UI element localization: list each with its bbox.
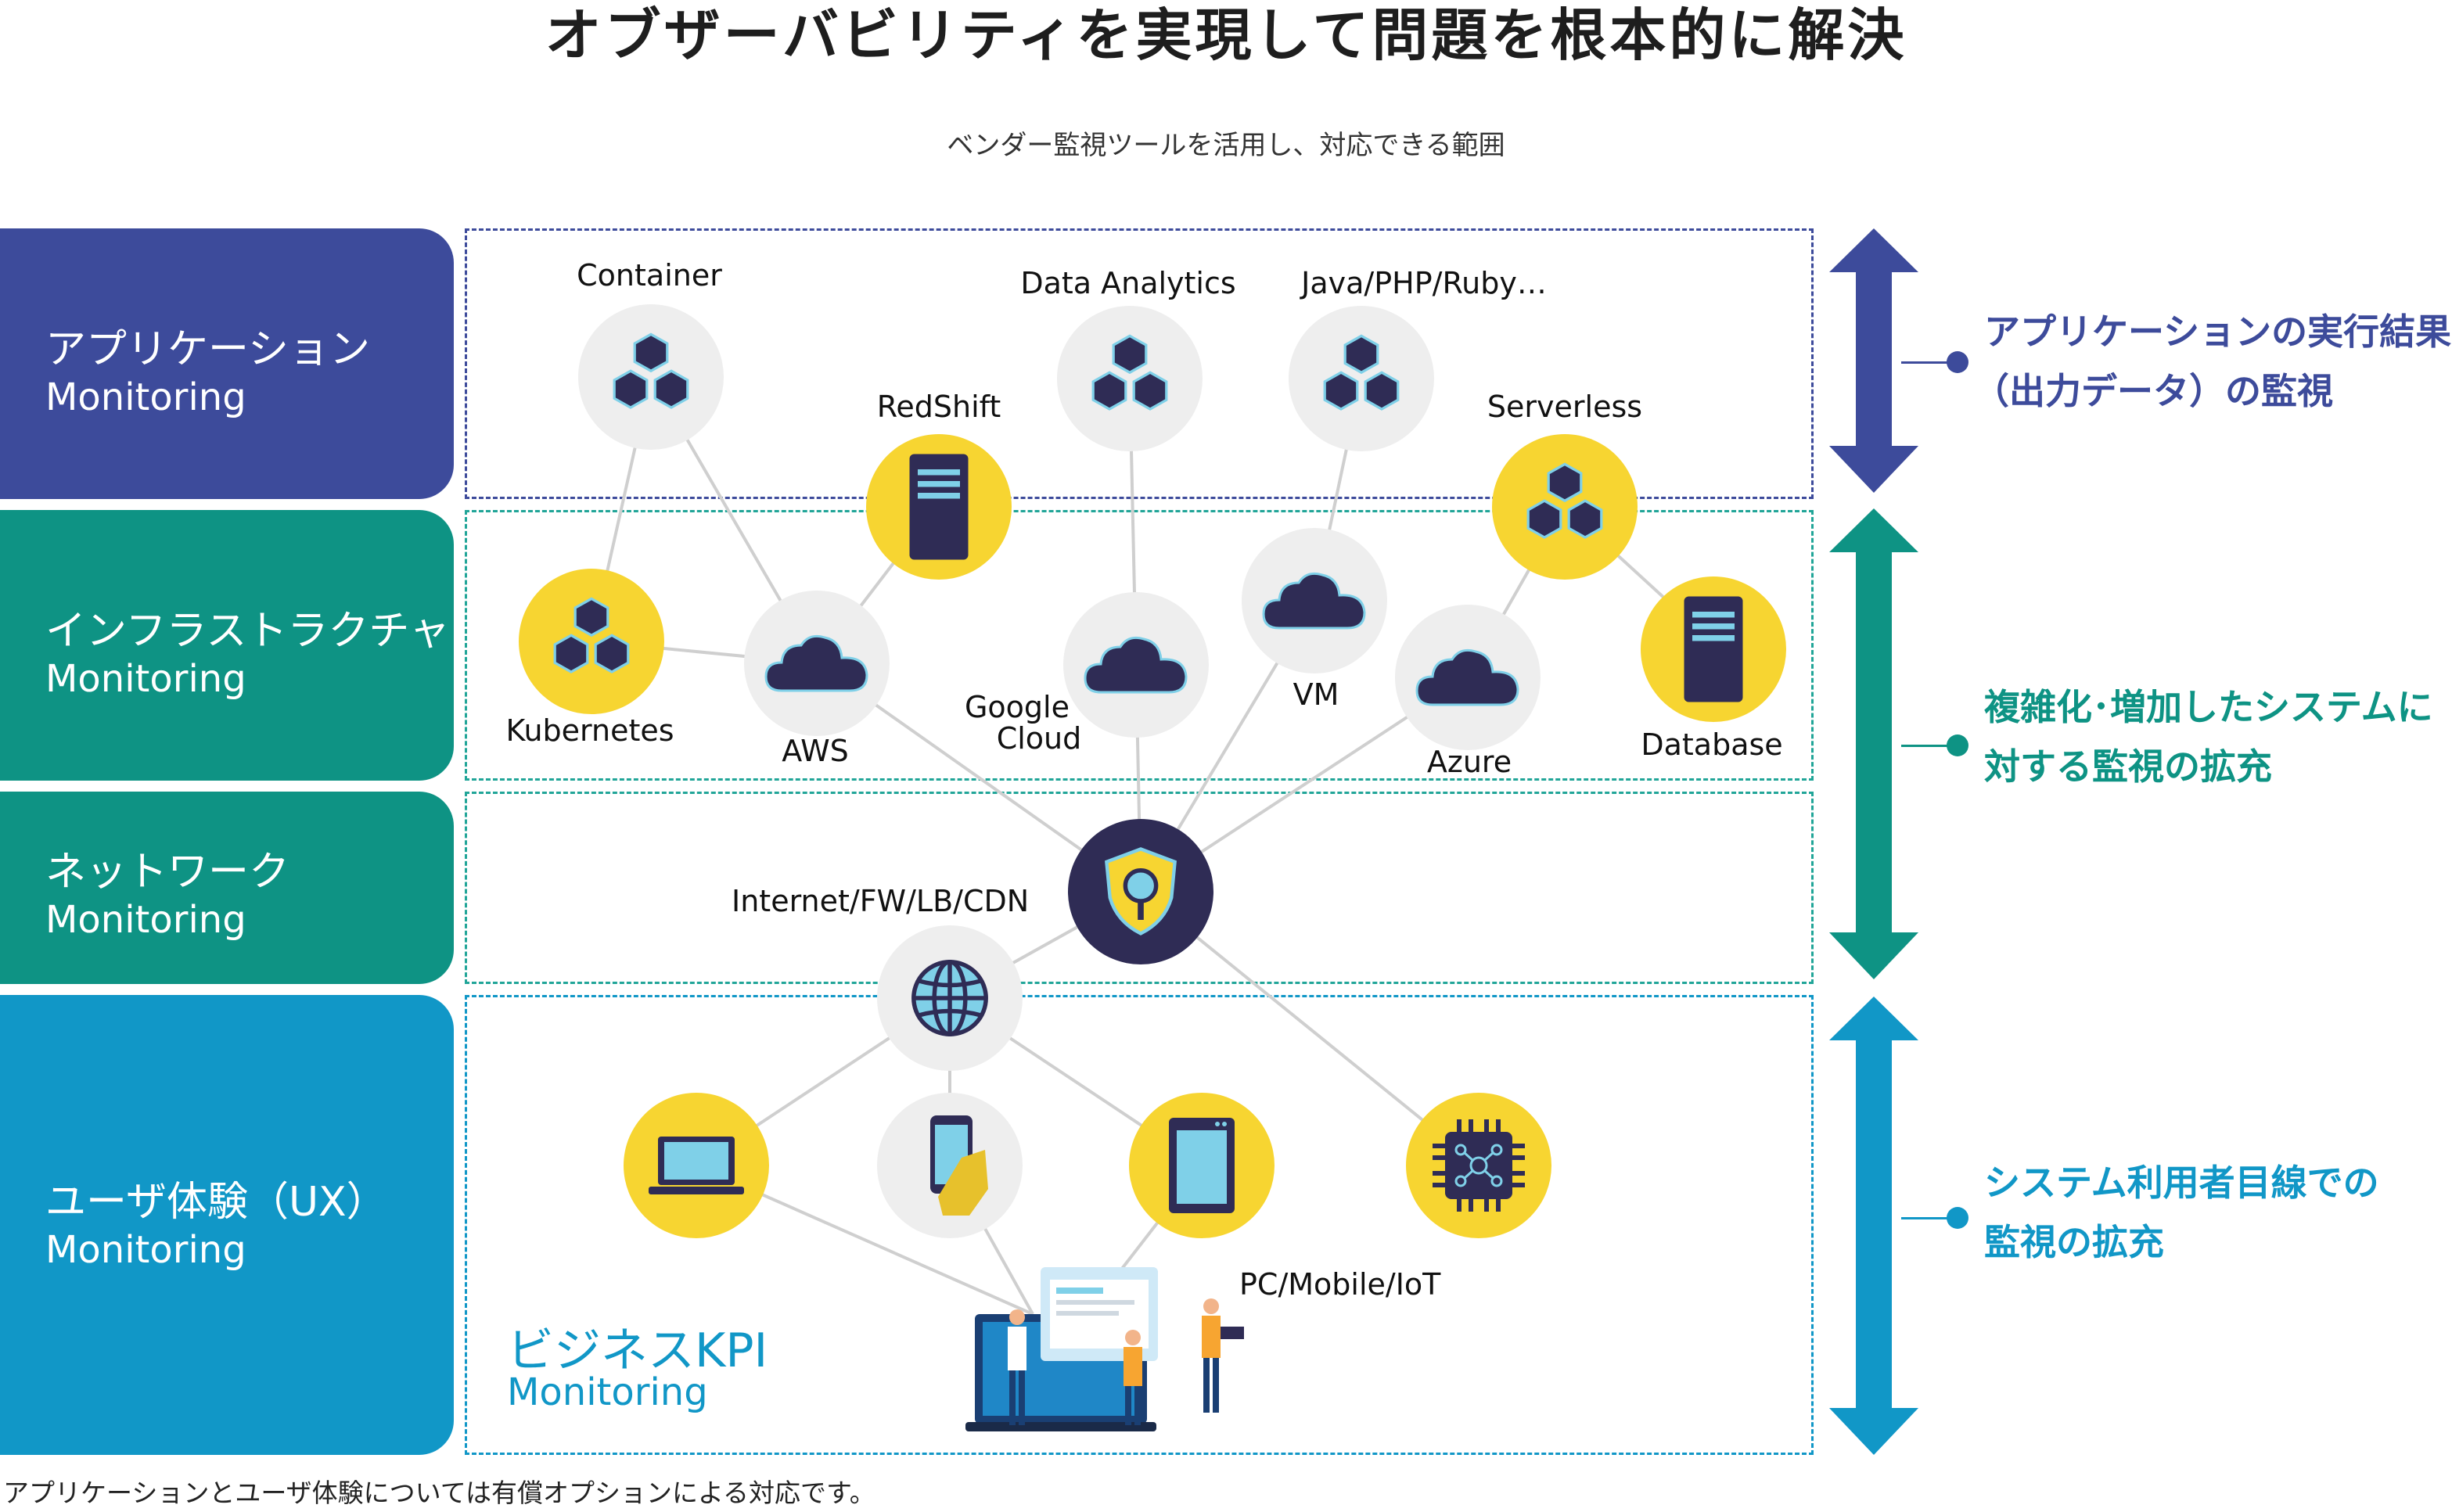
vm-label: VM [1293, 677, 1339, 712]
container-node [578, 304, 724, 450]
google-cloud-label-line1: Google [964, 690, 1070, 724]
layer-ux: ユーザ体験（UX） Monitoring [0, 995, 454, 1455]
redshift-node [866, 434, 1012, 580]
server-icon [1684, 596, 1743, 702]
data-analytics-label: Data Analytics [1020, 266, 1236, 300]
layer-network-subtitle: Monitoring [45, 898, 246, 942]
iot-chip-node [1406, 1093, 1551, 1238]
aws-node [744, 591, 890, 736]
chip-icon [1433, 1119, 1525, 1212]
cloud-icon [764, 634, 868, 692]
azure-label: Azure [1426, 745, 1512, 779]
business-kpi-title: ビジネスKPI [507, 1323, 768, 1378]
right-label-app-line1: アプリケーションの実行結果 [1984, 311, 2452, 353]
laptop-icon [649, 1137, 744, 1194]
layer-network: ネットワーク Monitoring [0, 792, 454, 984]
serverless-node [1492, 434, 1638, 580]
google-cloud-label-line2: Cloud [996, 721, 1082, 756]
right-connector-infra [1901, 745, 1956, 747]
business-kpi-subtitle: Monitoring [507, 1370, 708, 1414]
page-title: オブザーバビリティを実現して問題を根本的に解決 [545, 2, 1907, 68]
shield-magnifier-icon [1105, 847, 1177, 936]
kubernetes-label: Kubernetes [505, 713, 674, 748]
vm-node [1242, 528, 1387, 673]
arrow-application [1829, 228, 1918, 493]
layer-application-subtitle: Monitoring [45, 375, 246, 419]
layer-infrastructure: インフラストラクチャ Monitoring [0, 510, 454, 781]
hexagon-cluster-icon [1323, 334, 1400, 411]
container-label: Container [577, 258, 722, 293]
region-ux [465, 995, 1814, 1455]
layer-network-title: ネットワーク [45, 849, 290, 896]
right-connector-app [1901, 361, 1956, 364]
right-dot-infra [1947, 734, 1968, 756]
hexagon-cluster-icon [1526, 462, 1603, 539]
java-php-ruby-node [1289, 306, 1434, 451]
java-php-ruby-label: Java/PHP/Ruby… [1301, 266, 1547, 300]
database-node [1641, 576, 1786, 722]
layer-ux-subtitle: Monitoring [45, 1228, 246, 1272]
aws-label: AWS [782, 734, 849, 768]
right-label-app-line2: （出力データ）の監視 [1973, 370, 2333, 412]
data-analytics-node [1057, 306, 1203, 451]
arrow-ux [1829, 997, 1918, 1455]
smartphone-hand-icon [930, 1115, 988, 1216]
server-icon [909, 454, 969, 560]
internet-label: Internet/FW/LB/CDN [732, 884, 1030, 918]
pc-mobile-iot-label: PC/Mobile/IoT [1239, 1267, 1441, 1302]
database-label: Database [1641, 727, 1783, 762]
scope-arrows [1829, 228, 1918, 1455]
layer-infrastructure-title: インフラストラクチャ [45, 608, 450, 655]
redshift-label: RedShift [876, 390, 1001, 424]
right-label-app: アプリケーションの実行結果 （出力データ）の監視 [1973, 302, 2452, 421]
right-dot-app [1947, 351, 1968, 373]
laptop-node [624, 1093, 769, 1238]
hexagon-cluster-icon [613, 332, 689, 409]
footnote: アプリケーションとユーザ体験については有償オプションによる対応です。 [3, 1478, 875, 1508]
right-label-infra: 複雑化･増加したシステムに 対する監視の拡充 [1984, 677, 2433, 796]
right-dot-ux [1947, 1207, 1968, 1229]
layer-infrastructure-subtitle: Monitoring [45, 657, 246, 701]
layer-ux-title: ユーザ体験（UX） [45, 1179, 387, 1226]
google-cloud-label: Google Cloud [947, 691, 1088, 754]
tablet-icon [1169, 1118, 1235, 1213]
layer-application-title: アプリケーション [45, 326, 370, 373]
tablet-node [1129, 1093, 1275, 1238]
business-kpi-illustration [965, 1267, 1244, 1431]
arrow-infra-network [1829, 508, 1918, 979]
observability-hub-node [1068, 819, 1213, 964]
hexagon-cluster-icon [1091, 334, 1168, 411]
kubernetes-node [519, 569, 664, 714]
cloud-icon [1084, 636, 1188, 694]
layer-application: アプリケーション Monitoring [0, 228, 454, 499]
page-subtitle: ベンダー監視ツールを活用し、対応できる範囲 [947, 130, 1505, 161]
region-application [465, 228, 1814, 499]
smartphone-node [877, 1093, 1023, 1238]
google-cloud-node [1063, 592, 1209, 738]
right-label-ux-line1: システム利用者目線での [1984, 1162, 2379, 1204]
right-label-infra-line1: 複雑化･増加したシステムに [1984, 686, 2433, 728]
globe-icon [911, 960, 988, 1036]
hexagon-cluster-icon [553, 597, 630, 673]
internet-node [877, 925, 1023, 1071]
right-label-infra-line2: 対する監視の拡充 [1984, 745, 2272, 788]
serverless-label: Serverless [1487, 390, 1643, 424]
right-label-ux: システム利用者目線での 監視の拡充 [1984, 1153, 2379, 1272]
cloud-icon [1262, 572, 1366, 630]
right-connector-ux [1901, 1217, 1956, 1219]
cloud-icon [1415, 648, 1519, 706]
azure-node [1395, 605, 1541, 750]
right-label-ux-line2: 監視の拡充 [1984, 1221, 2164, 1263]
